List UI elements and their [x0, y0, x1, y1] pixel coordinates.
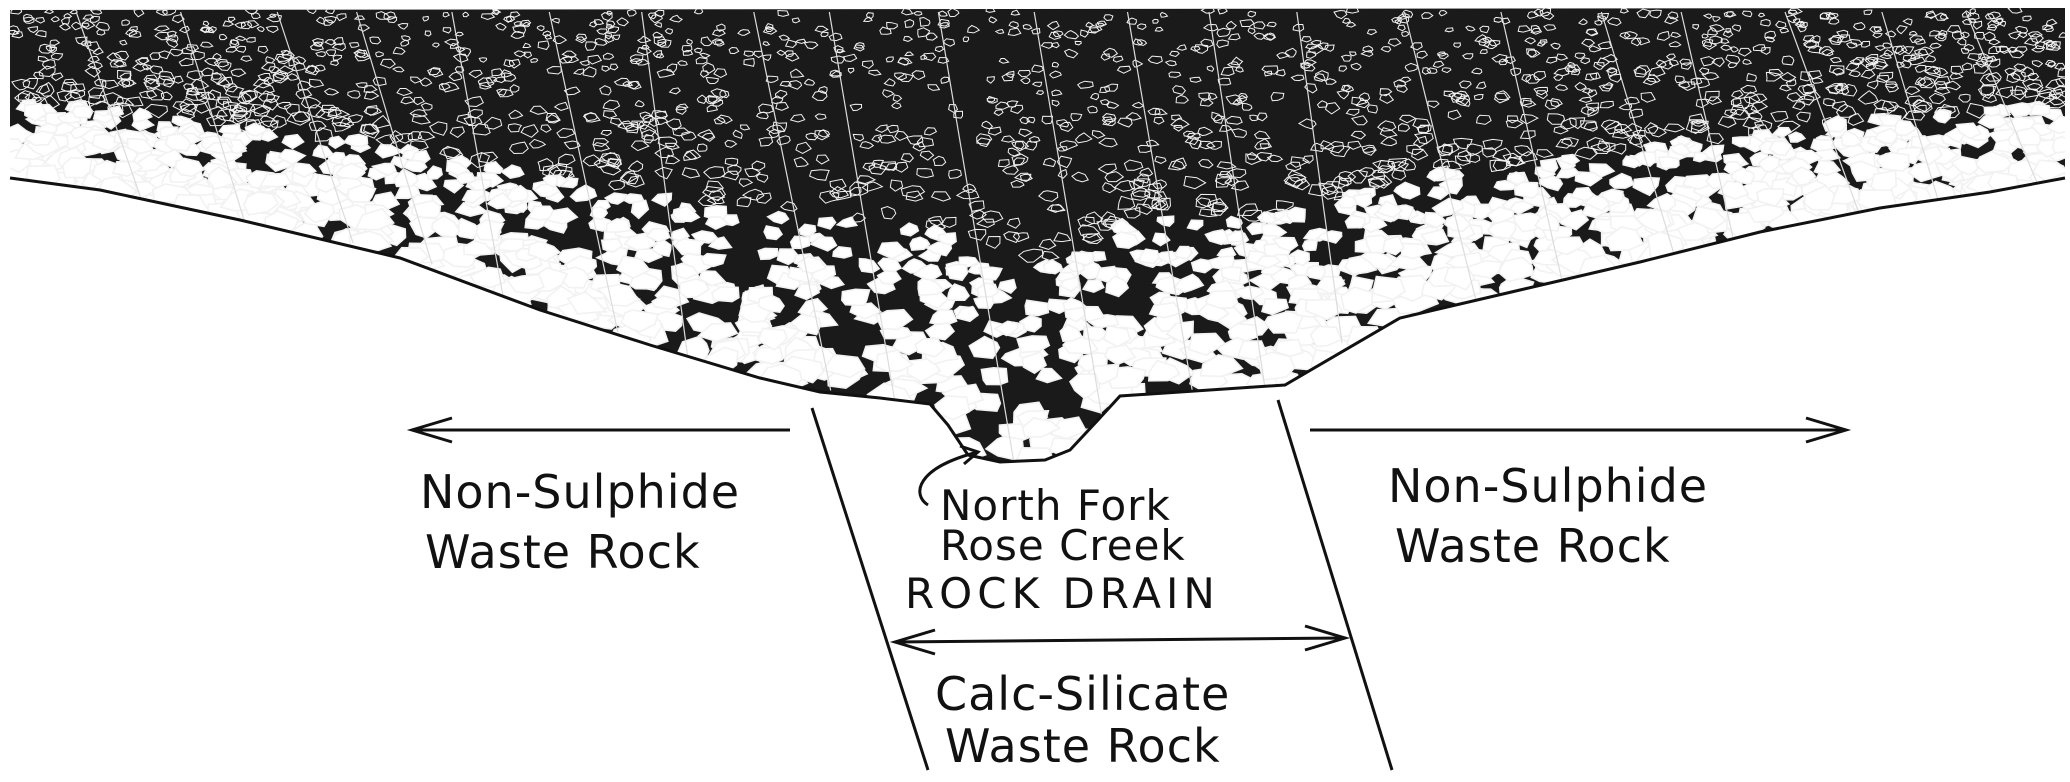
center-zone-label-line1: Calc-Silicate — [935, 667, 1230, 721]
left-zone-label-line2: Waste Rock — [425, 525, 701, 579]
left-extent-arrow — [412, 418, 790, 442]
right-extent-arrow — [1310, 418, 1846, 442]
rock-stone — [2031, 104, 2050, 115]
rock-stone — [1303, 240, 1317, 250]
center-width-arrow — [895, 626, 1345, 654]
rock-stone — [701, 254, 726, 267]
rock-stone — [1659, 157, 1679, 169]
rock-stone — [1541, 159, 1558, 173]
waste-rock-fill — [0, 6, 2070, 470]
rock-stone — [1025, 300, 1048, 315]
creek-label-line2: Rose Creek — [940, 521, 1186, 570]
rock-stone — [1287, 208, 1305, 222]
rock-stone — [842, 289, 870, 305]
rock-stone — [1984, 107, 2000, 116]
rock-stone — [974, 297, 993, 309]
rock-stone — [981, 368, 1007, 385]
rock-stone — [73, 106, 93, 118]
rock-stone — [63, 158, 92, 178]
rock-stone — [2053, 137, 2070, 153]
left-zone-label-line1: Non-Sulphide — [420, 465, 740, 519]
right-zone-label-line2: Waste Rock — [1395, 519, 1671, 573]
center-zone-label-line2: Waste Rock — [945, 719, 1221, 773]
right-zone-label-line1: Non-Sulphide — [1388, 459, 1708, 513]
zone-boundary-right — [1278, 400, 1392, 770]
rock-drain-label: ROCK DRAIN — [905, 569, 1220, 618]
rock-stone — [1515, 182, 1539, 198]
